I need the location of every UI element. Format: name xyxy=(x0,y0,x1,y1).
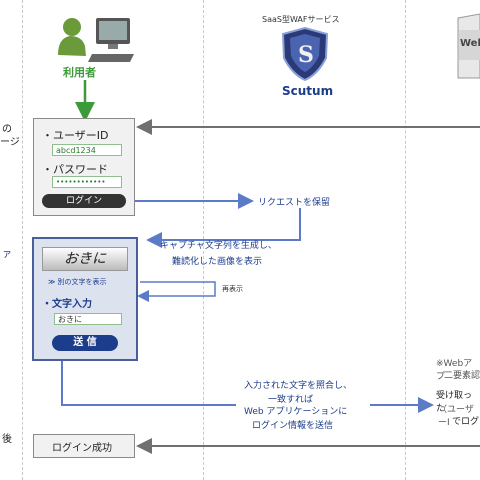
right-note-4: （ユーザーI xyxy=(438,405,474,428)
captcha-image: おきに xyxy=(42,247,128,271)
redisplay-label: 再表示 xyxy=(222,285,243,293)
service-brand: Scutum xyxy=(282,84,334,98)
right-note-2: 二要素認 xyxy=(444,371,480,381)
login-form-panel: ・ユーザーID abcd1234 ・パスワード •••••••••••• ログイ… xyxy=(33,118,135,216)
captcha-form-panel: おきに ≫ 別の文字を表示 ・文字入力 おきに 送 信 xyxy=(32,237,138,361)
left-text-top2: ージ xyxy=(0,137,20,148)
userid-field[interactable]: abcd1234 xyxy=(52,144,122,156)
password-label: ・パスワード xyxy=(42,163,108,176)
send-to-verify-line xyxy=(61,358,236,406)
login-success-panel: ログイン成功 xyxy=(33,434,135,458)
shield-icon: S xyxy=(281,26,329,82)
right-note-5: でログ xyxy=(452,417,480,427)
refresh-link[interactable]: ≫ 別の文字を表示 xyxy=(48,278,107,286)
service-subtitle: SaaS型WAFサービス xyxy=(262,15,340,24)
refresh-loop-arrow xyxy=(137,281,216,302)
verify-line1: 入力された文字を照合し、 xyxy=(244,381,353,391)
user-label: 利用者 xyxy=(63,66,96,79)
hold-to-captcha-arrow xyxy=(146,208,301,248)
request-hold-label: リクエストを保留 xyxy=(258,198,331,208)
userid-label: ・ユーザーID xyxy=(42,129,109,142)
right-note-3: 受け取った xyxy=(436,391,473,414)
password-field[interactable]: •••••••••••• xyxy=(52,176,122,188)
left-text-mid: ァ xyxy=(2,249,12,260)
verify-line4: ログイン情報を送信 xyxy=(252,421,334,431)
left-text-top: の xyxy=(2,124,12,135)
server-label: Web xyxy=(460,38,480,49)
user-icon xyxy=(58,18,86,56)
input-label: ・文字入力 xyxy=(42,299,92,310)
verify-line2: 一致すれば xyxy=(268,395,314,405)
left-text-bottom: 後 xyxy=(2,434,12,445)
login-success-label: ログイン成功 xyxy=(52,443,112,454)
send-button[interactable]: 送 信 xyxy=(52,335,118,351)
server-icon xyxy=(457,13,480,79)
captcha-gen-line2: 難読化した画像を表示 xyxy=(172,257,263,267)
computer-icon xyxy=(88,18,134,62)
login-button[interactable]: ログイン xyxy=(42,194,126,208)
captcha-gen-line1: キャプチャ文字列を生成し、 xyxy=(160,241,277,251)
lane-divider-1 xyxy=(22,0,23,480)
verify-line3: Web アプリケーションに xyxy=(244,407,348,417)
lane-divider-3 xyxy=(405,0,406,480)
captcha-input[interactable]: おきに xyxy=(54,313,122,325)
captcha-text: おきに xyxy=(64,251,106,267)
svg-text:S: S xyxy=(298,42,314,68)
right-note-1: ※Webアプ xyxy=(436,359,473,382)
